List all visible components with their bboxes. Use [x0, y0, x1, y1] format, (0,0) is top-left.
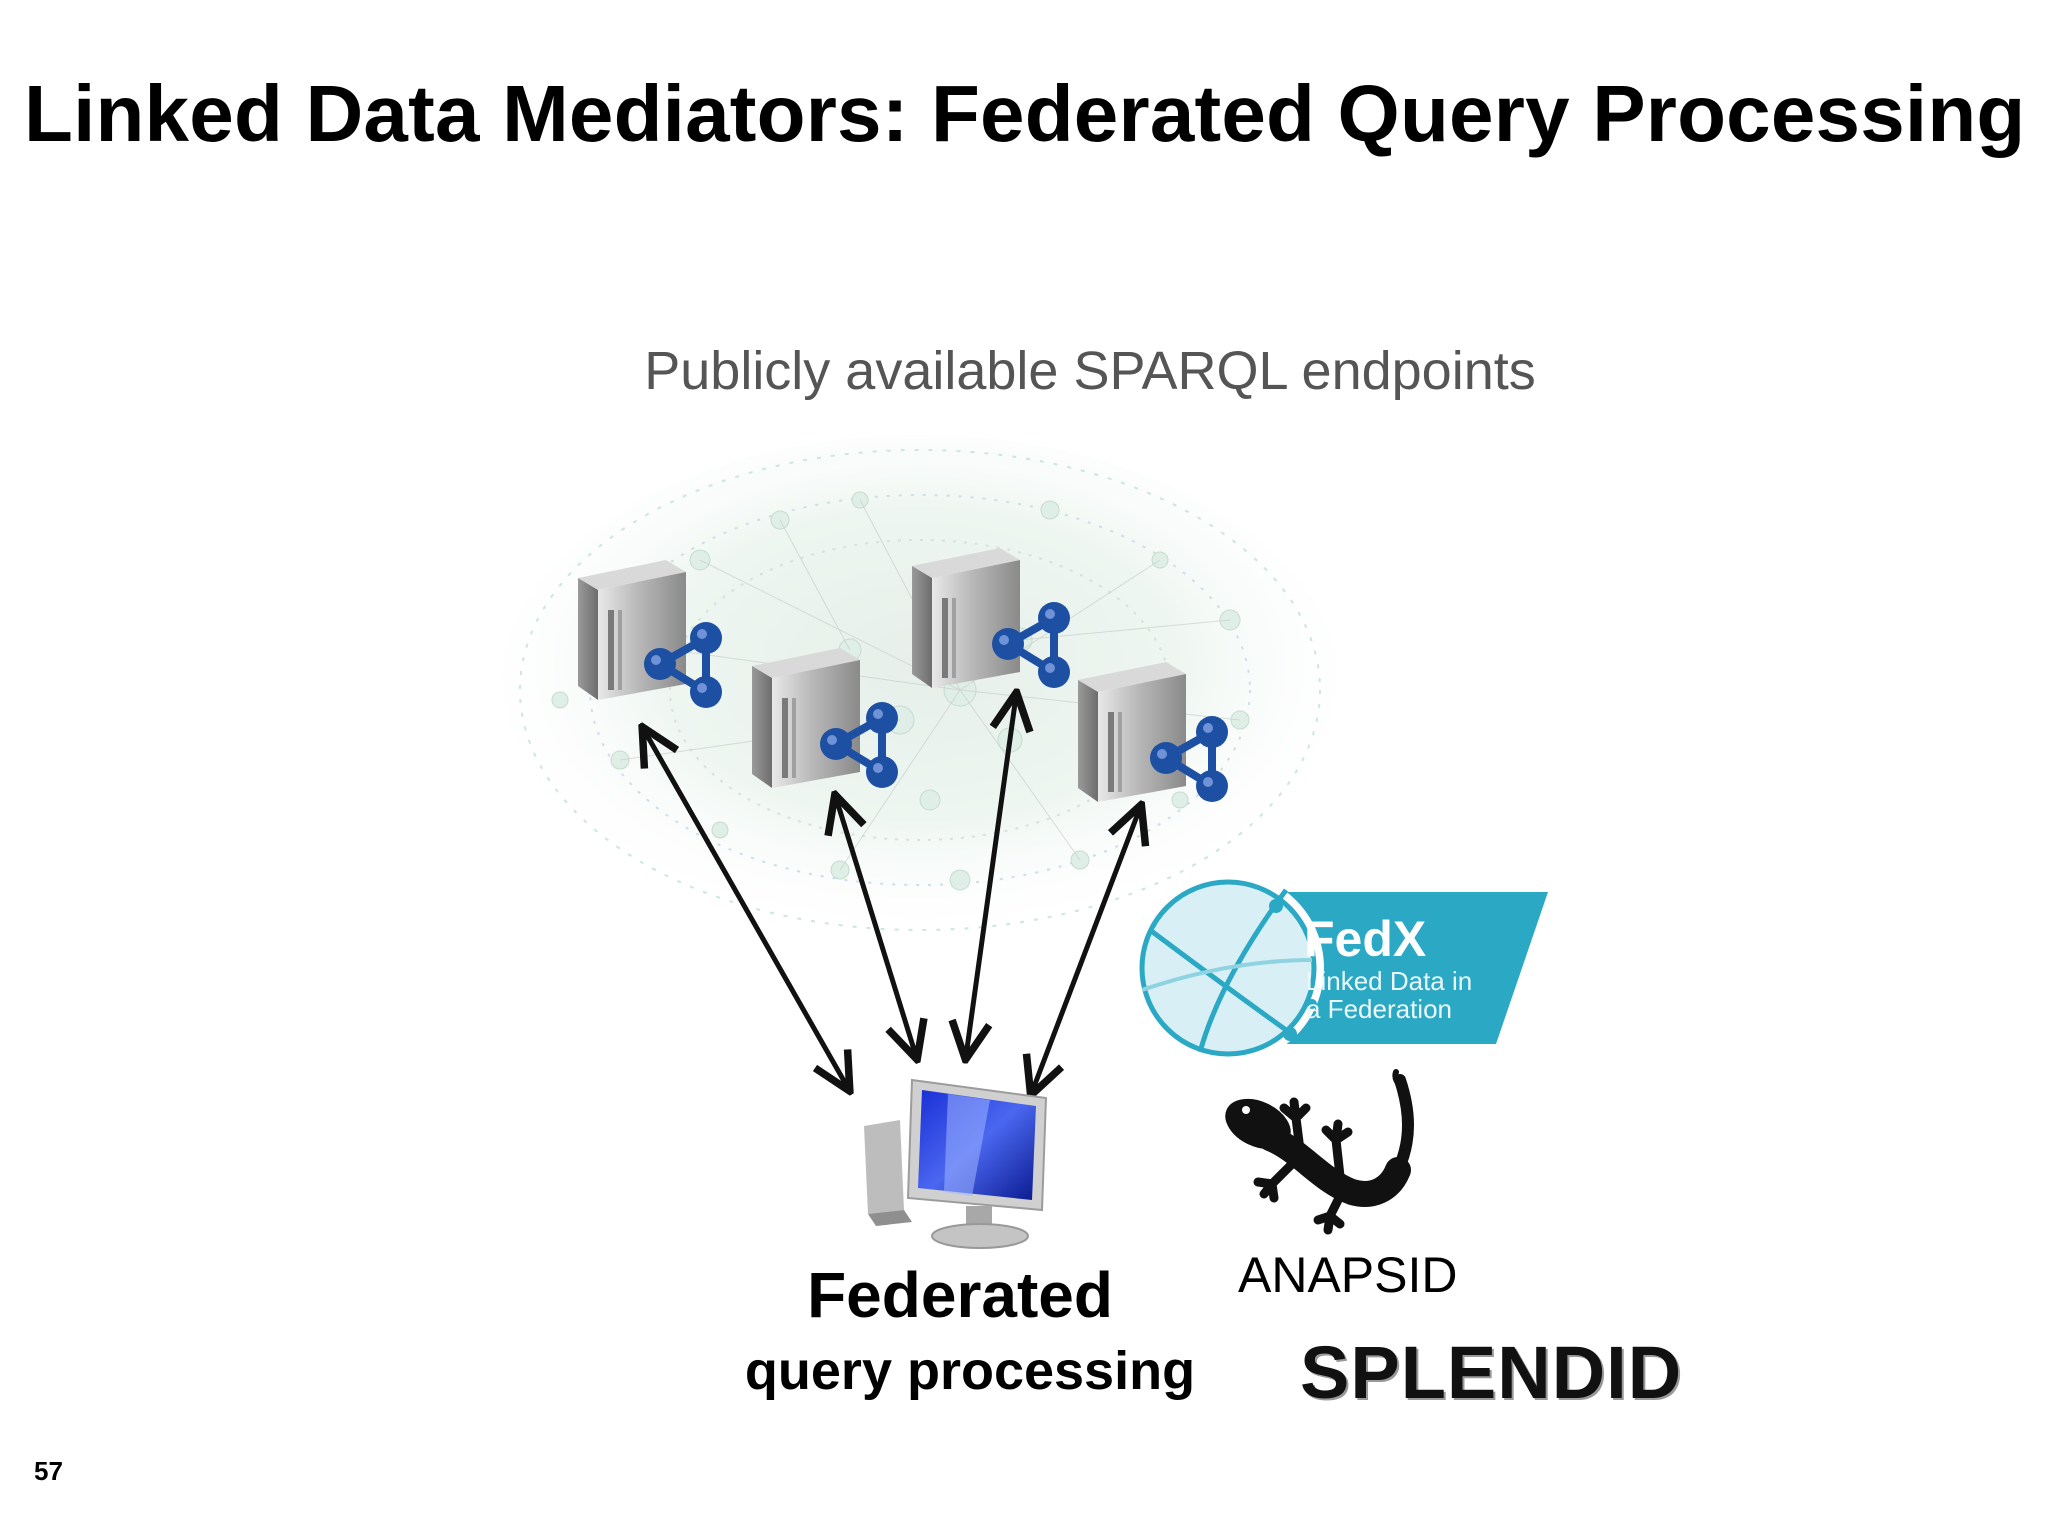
server-tower-icon	[912, 548, 1020, 688]
page-number: 57	[34, 1456, 63, 1486]
arrow-endpoint-1	[644, 730, 848, 1088]
endpoints-caption: Publicly available SPARQL endpoints	[644, 341, 1536, 401]
gecko-icon	[1225, 1069, 1414, 1235]
fedx-tagline-line1: Linked Data in	[1306, 966, 1473, 996]
fedx-logo	[1132, 872, 1548, 1064]
client-label-line1: Federated	[807, 1259, 1113, 1331]
fedx-name: FedX	[1304, 911, 1427, 967]
desktop-computer-icon	[864, 1078, 1048, 1249]
server-tower-icon	[578, 560, 686, 700]
server-tower-icon	[1078, 662, 1186, 802]
arrow-endpoint-2	[836, 798, 916, 1056]
arrow-endpoint-3	[966, 696, 1016, 1056]
splendid-logo: SPLENDID	[1300, 1331, 1683, 1414]
server-tower-icon	[752, 648, 860, 788]
slide-title: Linked Data Mediators: Federated Query P…	[24, 69, 2026, 158]
arrow-endpoint-4	[1032, 808, 1140, 1092]
query-arrows	[644, 696, 1140, 1092]
anapsid-label: ANAPSID	[1238, 1247, 1458, 1303]
client-label-line2: query processing	[744, 1341, 1196, 1401]
fedx-tagline-line2: a Federation	[1306, 994, 1452, 1024]
